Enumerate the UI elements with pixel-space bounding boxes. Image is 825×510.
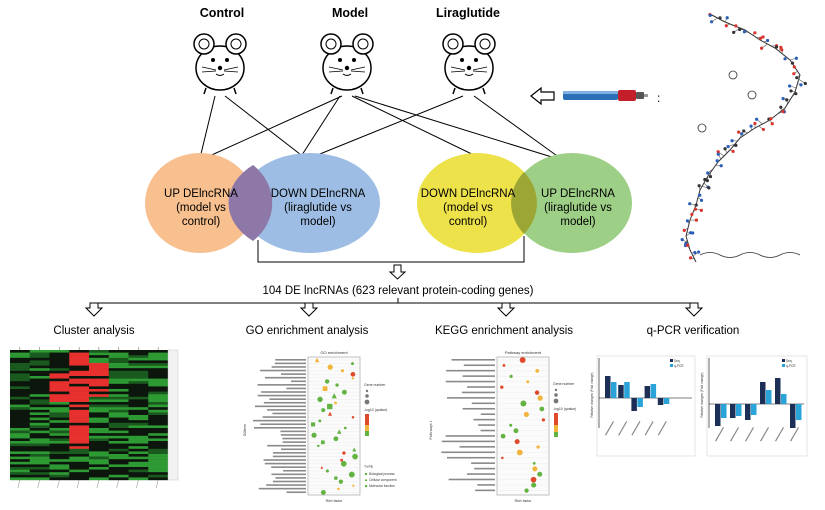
go-y-label: GOterm	[243, 424, 247, 437]
venn-left-overlap	[228, 165, 273, 241]
qpcr-analysis-label: q-PCR verification	[647, 325, 740, 337]
qpcr-y-label-2: Relative changes (Fold change)	[700, 372, 704, 417]
mouse-liraglutide-icon	[442, 33, 496, 95]
go-legend-gene: Gene number	[364, 383, 386, 387]
venn-right-down-line1: DOWN DElncRNA	[421, 188, 516, 200]
venn-left-down-circle	[240, 153, 380, 253]
qpcr1-legend-seq: Seq	[674, 359, 680, 363]
venn-left-up-circle	[145, 153, 255, 253]
cluster-analysis-label: Cluster analysis	[53, 325, 134, 337]
colon-separator: :	[657, 91, 660, 105]
mouse-model-icon	[320, 33, 374, 95]
venn-right-down-line2: (model vs	[443, 202, 493, 214]
go-type-biological: Biological process	[369, 472, 395, 476]
kegg-bubble-chart: Pathway enrichment Rich factor Path ways…	[429, 350, 576, 503]
venn-right-up-circle	[512, 153, 632, 253]
venn-right-overlap	[511, 172, 537, 234]
kegg-analysis-label: KEGG enrichment analysis	[435, 325, 573, 337]
qpcr-y-label-1: Relative changes (Fold change)	[590, 372, 594, 417]
go-type-molecular: Molecular function	[369, 484, 395, 488]
qpcr2-legend-seq: Seq	[786, 359, 792, 363]
go-type-cellular: Cellular component	[369, 478, 397, 482]
venn-right-up-line2: (liraglutide vs	[544, 202, 612, 214]
cluster-heatmap	[10, 347, 179, 489]
go-bubble-chart: GO enrichment Rich factor GOterm Gene nu…	[243, 350, 397, 503]
venn-right-down-line3: control)	[449, 216, 488, 228]
kegg-y-label: Path ways 1	[429, 420, 433, 439]
venn-left-up-line1: UP DElncRNA	[164, 188, 238, 200]
venn-right-up-line3: model)	[560, 216, 595, 228]
kegg-legend-q: -log10 (qvalue)	[553, 407, 576, 411]
qpcr-chart-1: Relative changes (Fold change) Seq q-PCR	[590, 355, 696, 457]
go-chart-title: GO enrichment	[320, 350, 348, 355]
venn-left-up-line2: (model vs	[176, 202, 226, 214]
kegg-legend-gene: Gene number	[553, 382, 575, 386]
venn-left-up-line3: control)	[182, 216, 221, 228]
kegg-chart-title: Pathway enrichment	[505, 350, 542, 355]
venn-left: UP DElncRNA (model vs control) DOWN DEln…	[145, 153, 380, 253]
merge-bracket	[257, 236, 525, 263]
control-label: Control	[200, 6, 244, 20]
go-legend-q: -log10 (qvalue)	[364, 408, 387, 412]
down-arrow-icon	[388, 264, 407, 280]
venn-left-down-line3: model)	[300, 216, 335, 228]
qpcr2-legend-pcr: q-PCR	[786, 364, 796, 368]
liraglutide-label: Liraglutide	[436, 6, 500, 20]
liraglutide-molecule-icon	[680, 13, 807, 263]
venn-right-up-line1: UP DElncRNA	[541, 188, 615, 200]
mouse-control-icon	[193, 33, 247, 95]
go-legend-type: TYPE	[364, 465, 374, 469]
qpcr-chart-2: Relative changes (Fold change) Seq q-PCR	[700, 355, 808, 457]
down-arrow-icon	[684, 302, 704, 317]
venn-right: DOWN DElncRNA (model vs control) UP DEln…	[417, 153, 632, 253]
liraglutide-pen-icon	[563, 90, 648, 101]
comparison-lines	[199, 95, 561, 159]
summary-text: 104 DE lncRNAs (623 relevant protein-cod…	[262, 285, 533, 297]
kegg-x-label: Rich factor	[515, 499, 533, 503]
down-arrow-icon	[299, 302, 319, 317]
model-label: Model	[332, 6, 368, 20]
down-arrow-icon	[84, 302, 104, 317]
branch-bracket	[94, 298, 694, 304]
venn-left-down-line2: (liraglutide vs	[284, 202, 352, 214]
venn-right-down-circle	[417, 153, 537, 253]
go-x-label: Rich factor	[326, 499, 344, 503]
venn-left-down-line1: DOWN DElncRNA	[271, 188, 366, 200]
go-analysis-label: GO enrichment analysis	[246, 325, 369, 337]
qpcr1-legend-pcr: q-PCR	[674, 364, 684, 368]
down-arrow-icon	[496, 302, 516, 317]
hollow-left-arrow-icon	[530, 86, 555, 106]
